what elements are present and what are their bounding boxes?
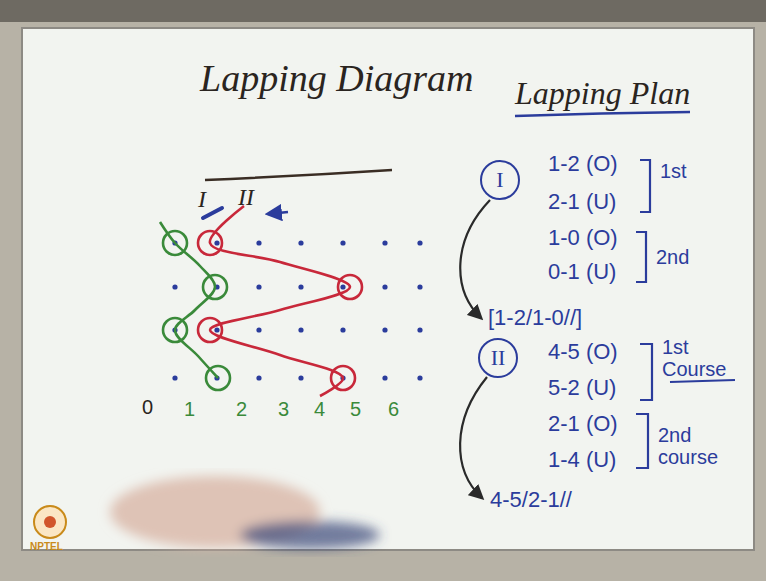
grid-dot [382, 284, 387, 289]
course-note: 1st [660, 160, 687, 182]
course-note: 2nd course [658, 424, 738, 468]
grid-dot [382, 327, 387, 332]
plan-step: 2-1 (O) [548, 412, 618, 436]
grid-dot [340, 327, 345, 332]
grid-dot [417, 240, 422, 245]
hand [110, 476, 380, 549]
plan-step: 2-1 (U) [548, 190, 616, 214]
plan-step: 4-5 (O) [548, 340, 618, 364]
numeral: I [496, 169, 503, 191]
red-loop [338, 275, 362, 299]
grid-dot [172, 284, 177, 289]
nptel-logo [34, 506, 66, 538]
grid-dot [340, 240, 345, 245]
whiteboard [22, 28, 754, 550]
green-loop [206, 366, 230, 390]
circled-numeral: I [480, 160, 520, 200]
course-note: 2nd [656, 246, 689, 268]
grid-dot [417, 327, 422, 332]
plan-step: 0-1 (U) [548, 260, 616, 284]
chain-label: I [198, 186, 206, 212]
red-loop [331, 366, 355, 390]
green-chain [160, 222, 218, 378]
green-loop [163, 231, 187, 255]
grid-dot [382, 240, 387, 245]
green-loop [163, 318, 187, 342]
brackets [636, 160, 735, 468]
grid-dot [172, 375, 177, 380]
plan-step: 1-2 (O) [548, 152, 618, 176]
position-number: 6 [388, 398, 399, 420]
grid-dot [256, 284, 261, 289]
position-number: 2 [236, 398, 247, 420]
position-number: 5 [350, 398, 361, 420]
circled-numeral: II [478, 338, 518, 378]
heading-underline [515, 112, 690, 116]
green-loop [203, 275, 227, 299]
grid-dot [417, 284, 422, 289]
position-number: 4 [314, 398, 325, 420]
chain-label: II [238, 184, 254, 210]
title-underline [205, 170, 392, 180]
course-note: 1st Course [662, 336, 736, 380]
grid-dot [417, 375, 422, 380]
grid-dot [382, 375, 387, 380]
plan-step: 1-0 (O) [548, 226, 618, 250]
plan-step: 1-4 (U) [548, 448, 616, 472]
heading: Lapping Plan [515, 76, 690, 111]
grid-dot [298, 327, 303, 332]
curved-arrow [460, 377, 487, 498]
pointer-arrow [268, 212, 288, 214]
position-number: 3 [278, 398, 289, 420]
grid-dot [298, 375, 303, 380]
title: Lapping Diagram [200, 58, 473, 100]
grid-dot [340, 284, 345, 289]
red-loop [198, 318, 222, 342]
lapping-chains [160, 206, 362, 396]
curved-arrow [460, 200, 490, 318]
grid-dot [256, 240, 261, 245]
grid-dot [214, 327, 219, 332]
grid-dot [256, 327, 261, 332]
board-frame [0, 0, 766, 22]
red-loop [198, 231, 222, 255]
grid-dot [256, 375, 261, 380]
position-number: 0 [142, 396, 153, 418]
grid-dot [298, 240, 303, 245]
grid-dot [298, 284, 303, 289]
numeral: II [491, 347, 506, 369]
grid-dot [214, 240, 219, 245]
plan-step: 5-2 (U) [548, 376, 616, 400]
red-chain [210, 206, 350, 396]
lapping-notation: 4-5/2-1// [490, 488, 572, 512]
position-number: 1 [184, 398, 195, 420]
lapping-notation: [1-2/1-0//] [488, 306, 582, 330]
watermark: NPTEL [30, 541, 63, 552]
